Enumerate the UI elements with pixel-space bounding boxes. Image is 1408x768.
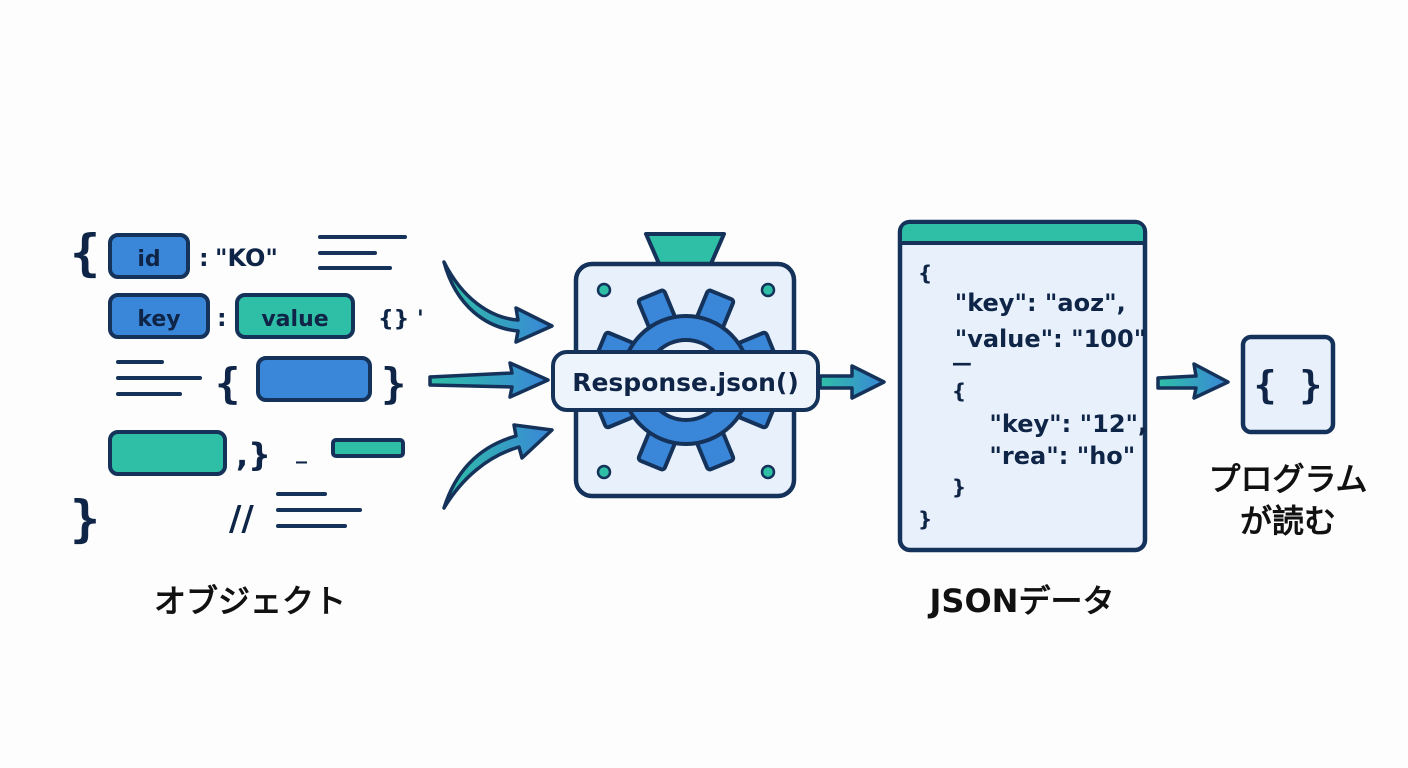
program-arrow <box>1156 362 1230 400</box>
row3-open-brace: { <box>215 359 240 408</box>
row4-dash: _ <box>296 439 307 464</box>
row4-suffix: ,} <box>236 436 271 474</box>
converter-bolt <box>760 464 776 480</box>
json-code-lines: { "key": "aoz", "value": "100" — { "key"… <box>918 261 1147 531</box>
json-panel: { "key": "aoz", "value": "100" — { "key"… <box>897 219 1148 620</box>
method-label: Response.json() <box>572 368 799 397</box>
json-line: { <box>938 379 966 403</box>
input-arrow-top <box>442 260 554 344</box>
row1-key-pill <box>108 233 190 279</box>
json-window <box>897 219 1148 553</box>
converter-bolt <box>760 282 776 298</box>
json-line: } <box>938 475 966 499</box>
json-caption: JSONデータ <box>928 582 1115 620</box>
row3-close-brace: } <box>381 359 406 408</box>
json-line: "rea": "ho" <box>956 442 1135 470</box>
program-caption-line1: プログラム <box>1208 460 1367 498</box>
output-arrow <box>818 364 886 400</box>
json-line: "value": "100" <box>938 325 1146 353</box>
row1-key-text: id <box>137 247 160 272</box>
comment-mark: // <box>229 499 254 539</box>
comment-text-lines <box>276 492 362 528</box>
json-line: "key": "aoz", <box>938 289 1126 317</box>
braces-icon: { } <box>1254 363 1323 407</box>
row2-value-pill <box>235 293 355 339</box>
json-line: "key": "12", <box>956 410 1147 438</box>
json-line: } <box>918 507 932 531</box>
program-caption-line2: が読む <box>1240 502 1336 540</box>
row4-teal-pill <box>108 430 227 476</box>
json-line: — <box>938 351 972 375</box>
program-icon-box <box>1240 334 1336 435</box>
json-line: { <box>918 261 932 285</box>
row3-blue-pill <box>256 356 372 402</box>
row2-key-text: key <box>137 307 180 332</box>
input-arrow-bottom <box>442 423 554 510</box>
row2-colon: : <box>217 304 227 332</box>
input-arrows <box>428 260 554 510</box>
object-caption: オブジェクト <box>154 582 346 620</box>
program-panel: { } プログラム が読む <box>1208 334 1368 540</box>
converter-bolt <box>596 282 612 298</box>
converter-bolt <box>596 464 612 480</box>
row1-colon: : <box>199 244 209 272</box>
object-panel: { id : "KO" key : value {} ' { } ,} _ <box>70 224 424 620</box>
object-close-brace: } <box>70 490 100 548</box>
row3-text-lines <box>116 360 202 396</box>
row2-key-pill <box>108 293 210 339</box>
row1-value-text: "KO" <box>215 244 278 272</box>
row1-text-lines <box>318 235 407 270</box>
object-open-brace: { <box>70 224 100 282</box>
converter-funnel <box>644 232 726 268</box>
method-label-box <box>551 350 820 412</box>
converter: Response.json() <box>551 232 820 499</box>
row2-extra-text: {} ' <box>378 307 424 332</box>
row2-value-text: value <box>261 307 328 332</box>
json-window-titlebar <box>902 224 1143 242</box>
input-arrow-middle <box>428 361 550 399</box>
row4-teal-bar <box>331 438 405 458</box>
